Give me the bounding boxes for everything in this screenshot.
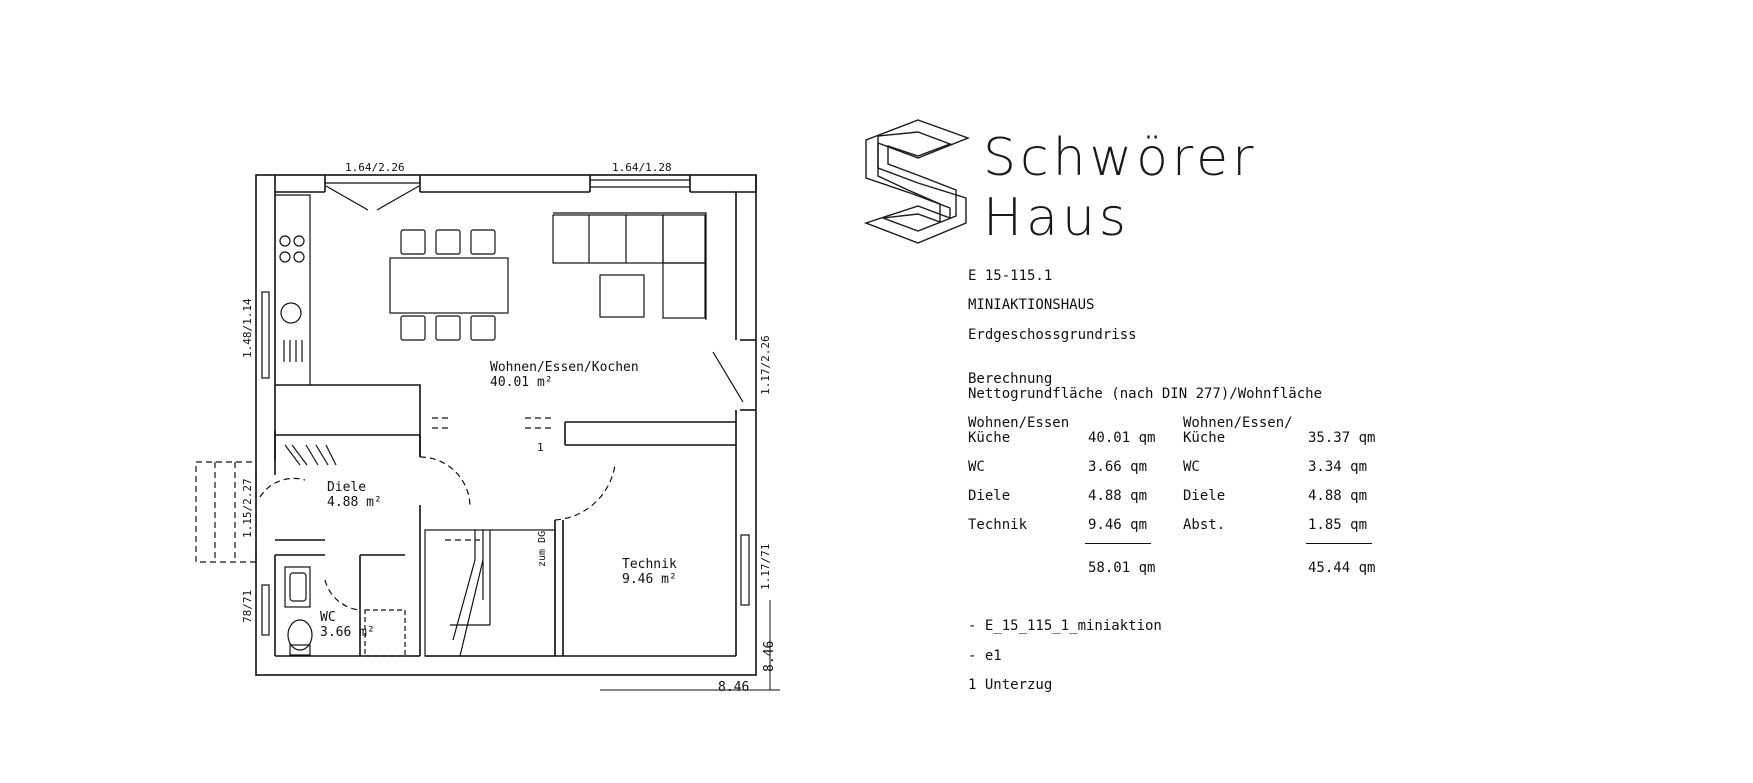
interior-walls <box>274 410 737 657</box>
staircase <box>424 529 556 657</box>
calc-right-value: 35.37 qm <box>1308 430 1376 446</box>
window-label-5: 1.15/2.27 <box>241 478 254 538</box>
calc-subheading: Nettogrundfläche (nach DIN 277)/Wohnfläc… <box>968 386 1323 402</box>
legend-item: 1 Unterzug <box>968 677 1053 693</box>
kitchen-counter <box>275 194 311 385</box>
calc-left-value: 3.66 qm <box>1088 459 1148 475</box>
calc-right-total: 45.44 qm <box>1308 560 1376 576</box>
beam-marker: 1 <box>537 441 544 454</box>
calc-left-value: 9.46 qm <box>1088 517 1148 533</box>
calc-left-label: Diele <box>968 488 1011 504</box>
project-name: MINIAKTIONSHAUS <box>968 297 1095 313</box>
window-label-6: 1.17/71 <box>759 544 772 590</box>
window-label-4: 1.17/2.26 <box>759 335 772 395</box>
calc-left-label: WC <box>968 459 985 475</box>
dimension-depth: 8.46 <box>762 641 777 672</box>
dining-table <box>389 229 509 341</box>
room-area-living: 40.01 m² <box>490 375 553 390</box>
row-label-2: Küche <box>1183 430 1226 446</box>
calc-left-row: Wohnen/Essen Küche <box>968 416 1069 446</box>
calc-right-label: WC <box>1183 459 1200 475</box>
calc-left-value: 4.88 qm <box>1088 488 1148 504</box>
room-area-diele: 4.88 m² <box>327 495 382 510</box>
calc-left-label: Technik <box>968 517 1028 533</box>
calc-left-value: 40.01 qm <box>1088 430 1156 446</box>
sofa <box>552 212 707 320</box>
schwoerer-s-logo-icon <box>863 119 970 244</box>
calc-right-label: Abst. <box>1183 517 1226 533</box>
sum-rule-right <box>1306 543 1372 544</box>
plan-type: Erdgeschossgrundriss <box>968 327 1137 343</box>
room-area-wc: 3.66 m² <box>320 625 375 640</box>
row-label-2: Küche <box>968 430 1011 446</box>
window-label-3: 1.48/1.14 <box>241 298 254 358</box>
stair-label: zum DG <box>537 531 548 567</box>
calc-right-row: Wohnen/Essen/ Küche <box>1183 416 1293 446</box>
wc-fixtures <box>284 566 406 657</box>
dimension-lines <box>600 600 780 691</box>
exterior-walls <box>255 174 757 676</box>
calc-right-value: 4.88 qm <box>1308 488 1368 504</box>
room-name-living: Wohnen/Essen/Kochen <box>490 360 639 375</box>
sum-rule-left <box>1085 543 1151 544</box>
window-label-7: 78/71 <box>241 590 254 623</box>
dimension-width: 8.46 <box>718 680 749 695</box>
wardrobe <box>284 444 337 466</box>
brand-line-1: Schwörer <box>983 128 1258 188</box>
calc-right-label: Diele <box>1183 488 1226 504</box>
legend-item: - e1 <box>968 648 1002 664</box>
calc-right-value: 1.85 qm <box>1308 517 1368 533</box>
window-label-1: 1.64/2.26 <box>345 161 405 174</box>
window-label-2: 1.64/1.28 <box>612 161 672 174</box>
calc-left-total: 58.01 qm <box>1088 560 1156 576</box>
brand-line-2: Haus <box>983 188 1131 248</box>
room-name-diele: Diele <box>327 480 366 495</box>
room-name-technik: Technik <box>622 557 677 572</box>
row-label: Wohnen/Essen <box>968 415 1070 431</box>
calc-heading: Berechnung <box>968 371 1053 387</box>
room-name-wc: WC <box>320 610 336 625</box>
legend-item: - E_15_115_1_miniaktion <box>968 618 1162 634</box>
windows <box>261 179 750 636</box>
room-area-technik: 9.46 m² <box>622 572 677 587</box>
row-label: Wohnen/Essen/ <box>1183 415 1293 431</box>
brand-name: Schwörer Haus <box>983 128 1258 248</box>
project-code: E 15-115.1 <box>968 268 1053 284</box>
door-swings <box>195 417 616 611</box>
calc-right-value: 3.34 qm <box>1308 459 1368 475</box>
